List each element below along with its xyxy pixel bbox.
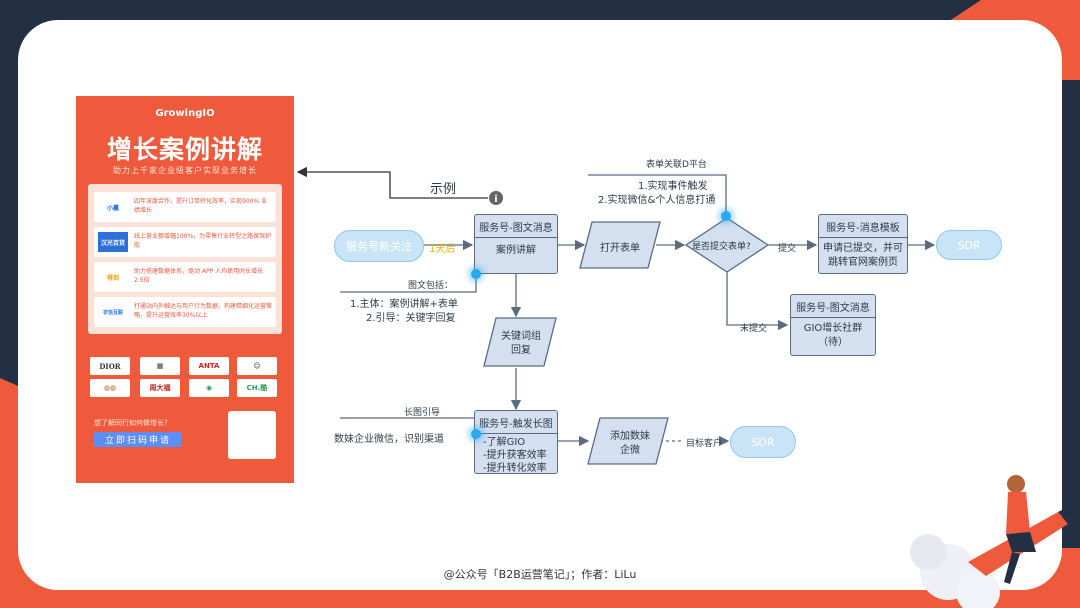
decision-label: 是否提交表单? bbox=[692, 242, 751, 252]
case-item: 汉光百货 线上营业额增幅100%，为零售行业转型之路保驾护航 bbox=[94, 227, 276, 257]
rocket-illustration bbox=[910, 475, 1074, 608]
not-submitted-label: 未提交 bbox=[740, 324, 768, 334]
example-label: 示例 bbox=[430, 182, 457, 197]
node-service-article: 服务号-图文消息 案例讲解 bbox=[474, 214, 558, 274]
case-item: 得到 助力搭建数据体系，驱动 APP 人均使用时长增长2.5倍 bbox=[94, 262, 276, 292]
case-text: 打通站内外触达与用户行为数据，构建精细化运营策略，提升运营效率30%以上 bbox=[134, 303, 273, 319]
node-body-line: -提升获客效率 bbox=[483, 450, 547, 461]
node-body-line: -了解GIO bbox=[483, 437, 526, 448]
scan-apply-button[interactable]: 立即扫码申请 bbox=[94, 432, 182, 447]
form-platform-items: 1.实现事件触发 2.实现微信&个人信息打通 bbox=[598, 180, 715, 208]
node-header: 服务号-消息模板 bbox=[819, 215, 907, 238]
poster-brand: GrowingIO bbox=[155, 108, 215, 119]
case-logo: 得到 bbox=[106, 274, 119, 282]
sdr-node-bottom: SDR bbox=[730, 426, 796, 458]
brand-logo: ◍◍ bbox=[90, 379, 130, 397]
keyword-line: 回复 bbox=[511, 345, 531, 356]
content-item: 2.引导：关键字回复 bbox=[366, 313, 456, 324]
keyword-line: 关键词组 bbox=[501, 331, 541, 342]
long-image-desc: 数妹企业微信，识别渠道 bbox=[334, 434, 444, 445]
day1-label: 1天后 bbox=[429, 244, 456, 255]
content-title: 图文包括： bbox=[408, 281, 454, 291]
footer-credit: @公众号「B2B运营笔记」；作者：LiLu bbox=[443, 568, 637, 581]
target-customer-label: 目标客户 bbox=[686, 439, 723, 449]
brand-logo: ☺ bbox=[237, 357, 277, 375]
keyword-shape bbox=[483, 317, 557, 367]
sdr-node: SDR bbox=[936, 230, 1002, 260]
brand-logo: ◉ bbox=[189, 379, 229, 397]
node-body: 申请已提交，并可 跳转官网案例页 bbox=[819, 238, 907, 270]
add-wechat-line: 企微 bbox=[620, 445, 640, 456]
poster-question: 想了解同行如何做增长？ bbox=[94, 419, 171, 427]
growingio-poster: GrowingIO 增长案例讲解 助力上千家企业级客户实现业务增长 小赢 四年深… bbox=[76, 96, 294, 483]
case-panel: 小赢 四年深度合作，提升订单转化效率，实现900% 业绩增长 汉光百货 线上营业… bbox=[88, 184, 282, 334]
node-body-line: GIO增长社群 bbox=[803, 323, 863, 334]
open-form-shape bbox=[579, 221, 661, 269]
add-wechat-label: 添加数妹 企微 bbox=[604, 430, 656, 458]
keyword-label: 关键词组 回复 bbox=[498, 330, 544, 358]
case-logo: 农信互联 bbox=[102, 309, 123, 316]
node-body: -了解GIO -提升获客效率 -提升转化效率 bbox=[475, 434, 557, 475]
node-gio-community: 服务号-图文消息 GIO增长社群 （待） bbox=[790, 294, 876, 356]
info-icon bbox=[489, 191, 503, 205]
node-long-image: 服务号-触发长图 -了解GIO -提升获客效率 -提升转化效率 bbox=[474, 410, 558, 474]
node-body-line: 申请已提交，并可 bbox=[823, 243, 903, 254]
case-item: 小赢 四年深度合作，提升订单转化效率，实现900% 业绩增长 bbox=[94, 192, 276, 222]
node-header: 服务号-图文消息 bbox=[791, 295, 875, 318]
qr-code bbox=[228, 411, 276, 459]
add-wechat-shape bbox=[587, 417, 669, 465]
node-body: GIO增长社群 （待） bbox=[791, 318, 875, 350]
brand-logo-chow-tai-fook: 周大福 bbox=[140, 379, 180, 397]
case-text: 线上营业额增幅100%，为零售行业转型之路保驾护航 bbox=[134, 233, 272, 249]
node-body: 案例讲解 bbox=[496, 245, 536, 256]
long-image-title: 长图引导 bbox=[404, 408, 441, 418]
brand-logo: ▦ bbox=[140, 357, 180, 375]
node-message-template: 服务号-消息模板 申请已提交，并可 跳转官网案例页 bbox=[818, 214, 908, 274]
case-text: 四年深度合作，提升订单转化效率，实现900% 业绩增长 bbox=[134, 198, 268, 214]
start-new-follower: 服务号新关注 bbox=[334, 230, 424, 262]
submitted-label: 提交 bbox=[778, 244, 797, 254]
node-header: 服务号-触发长图 bbox=[475, 411, 557, 434]
highlight-dot bbox=[471, 269, 481, 279]
form-platform-item: 2.实现微信&个人信息打通 bbox=[598, 195, 716, 206]
decision-diamond bbox=[684, 217, 770, 273]
highlight-dot bbox=[471, 429, 481, 439]
case-logo: 汉光百货 bbox=[98, 232, 128, 252]
node-body-line: 跳转官网案例页 bbox=[828, 257, 898, 268]
case-text: 助力搭建数据体系，驱动 APP 人均使用时长增长2.5倍 bbox=[134, 268, 264, 284]
brand-logo-ch: CH.酷 bbox=[237, 379, 277, 397]
node-header: 服务号-图文消息 bbox=[475, 215, 557, 238]
form-platform-title: 表单关联D平台 bbox=[646, 160, 707, 170]
content-item: 1.主体：案例讲解+表单 bbox=[350, 299, 458, 310]
highlight-dot bbox=[721, 211, 731, 221]
content-items: 1.主体：案例讲解+表单 2.引导：关键字回复 bbox=[350, 298, 458, 326]
brand-logo-anta: ANTA bbox=[189, 357, 229, 375]
open-form-label: 打开表单 bbox=[600, 243, 640, 254]
add-wechat-line: 添加数妹 bbox=[610, 431, 650, 442]
case-item: 农信互联 打通站内外触达与用户行为数据，构建精细化运营策略，提升运营效率30%以… bbox=[94, 297, 276, 327]
node-body-line: （待） bbox=[818, 337, 848, 348]
node-body-line: -提升转化效率 bbox=[483, 463, 547, 474]
svg-text:i: i bbox=[494, 194, 497, 205]
form-platform-item: 1.实现事件触发 bbox=[638, 181, 708, 192]
brand-logo-dior: DIOR bbox=[90, 357, 130, 375]
poster-title: 增长案例讲解 bbox=[106, 135, 263, 164]
poster-subtitle: 助力上千家企业级客户实现业务增长 bbox=[113, 166, 257, 175]
case-logo: 小赢 bbox=[106, 204, 119, 212]
